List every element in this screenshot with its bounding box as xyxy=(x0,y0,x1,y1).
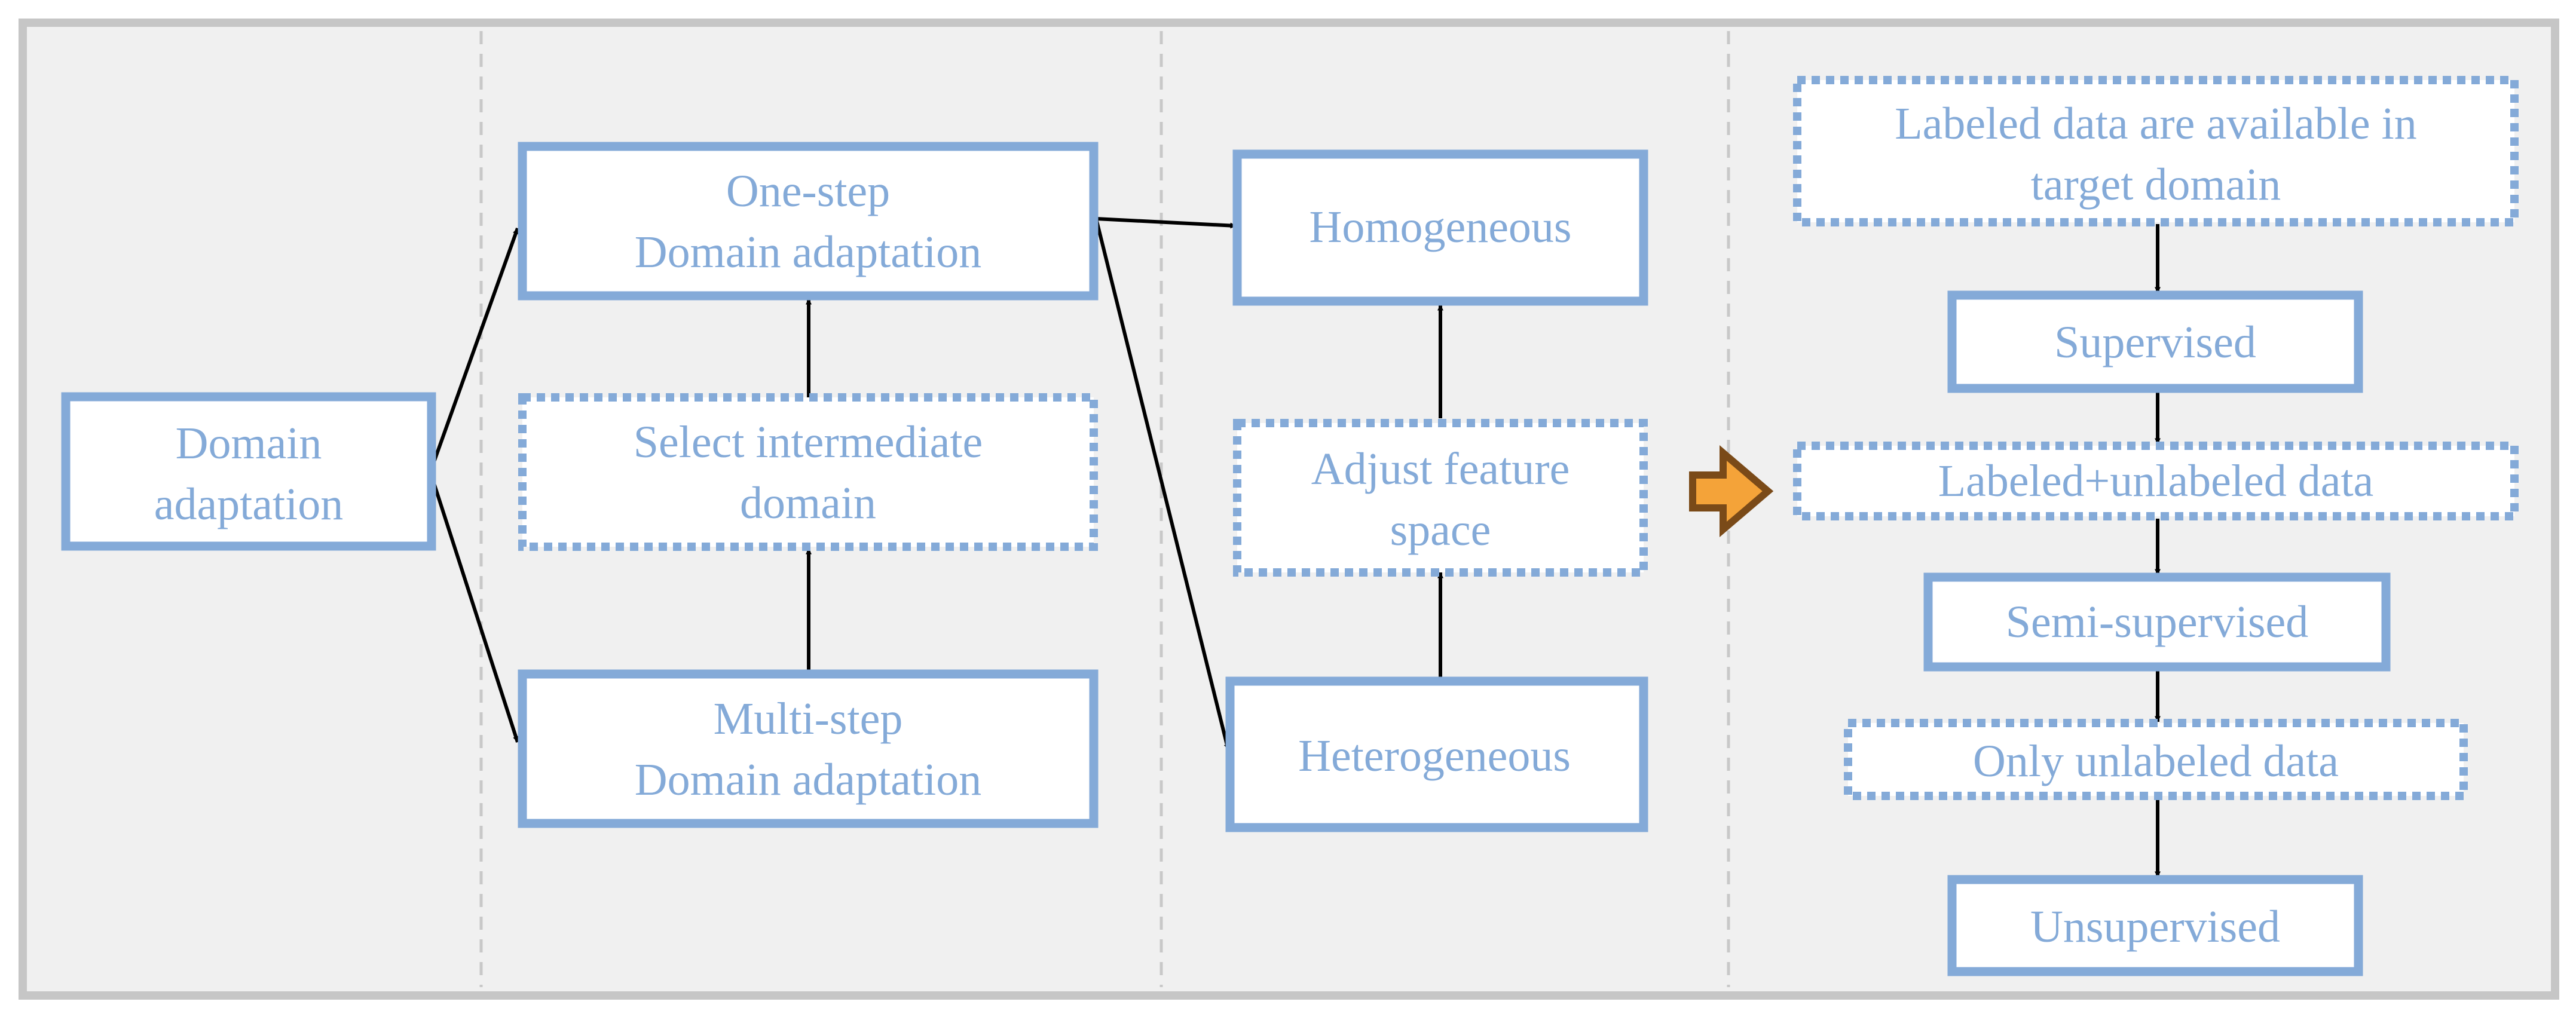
node-only-unlabeled: Only unlabeled data xyxy=(1844,719,2468,800)
node-supervised: Supervised xyxy=(1947,290,2363,393)
node-select-intermediate-line-2: domain xyxy=(740,478,876,528)
node-semi-supervised: Semi-supervised xyxy=(1923,572,2391,672)
node-adjust-feature: Adjust feature space xyxy=(1233,419,1648,577)
node-domain-adaptation: Domain adaptation xyxy=(61,392,436,551)
node-semi-supervised-label: Semi-supervised xyxy=(2006,597,2309,647)
node-adjust-feature-line-2: space xyxy=(1390,505,1491,555)
node-homogeneous-label: Homogeneous xyxy=(1309,202,1571,252)
node-multi-step-line-2: Domain adaptation xyxy=(635,755,981,805)
node-heterogeneous: Heterogeneous xyxy=(1225,676,1648,832)
node-select-intermediate-line-1: Select intermediate xyxy=(634,417,983,467)
node-one-step: One-step Domain adaptation xyxy=(518,142,1099,301)
node-labeled-target-line-2: target domain xyxy=(2031,160,2281,210)
node-one-step-line-2: Domain adaptation xyxy=(635,227,981,277)
node-only-unlabeled-label: Only unlabeled data xyxy=(1973,736,2339,786)
node-heterogeneous-label: Heterogeneous xyxy=(1298,731,1571,781)
node-multi-step-line-1: Multi-step xyxy=(714,694,903,744)
node-homogeneous: Homogeneous xyxy=(1232,149,1648,306)
node-domain-adaptation-line-1: Domain xyxy=(176,418,322,468)
edge-domain-adaptation-to-multi-step xyxy=(429,471,519,743)
edge-one-step-to-homogeneous xyxy=(1096,217,1237,229)
edge-domain-adaptation-to-one-step xyxy=(429,227,519,473)
transition-arrow-icon xyxy=(1689,445,1774,538)
node-unsupervised-label: Unsupervised xyxy=(2030,902,2280,952)
node-select-intermediate: Select intermediate domain xyxy=(518,393,1098,551)
node-labeled-target: Labeled data are available in target dom… xyxy=(1793,76,2519,226)
node-one-step-line-1: One-step xyxy=(726,166,890,216)
node-adjust-feature-line-1: Adjust feature xyxy=(1311,444,1570,494)
node-multi-step: Multi-step Domain adaptation xyxy=(518,669,1099,828)
node-labeled-target-line-1: Labeled data are available in xyxy=(1895,99,2416,149)
edge-layer xyxy=(429,217,2161,878)
node-supervised-label: Supervised xyxy=(2054,317,2256,367)
edge-one-step-to-heterogeneous xyxy=(1094,218,1230,751)
node-labeled-unlabeled: Labeled+unlabeled data xyxy=(1793,442,2519,520)
node-unsupervised: Unsupervised xyxy=(1947,875,2363,976)
node-labeled-unlabeled-label: Labeled+unlabeled data xyxy=(1938,456,2374,506)
node-domain-adaptation-line-2: adaptation xyxy=(154,479,344,529)
